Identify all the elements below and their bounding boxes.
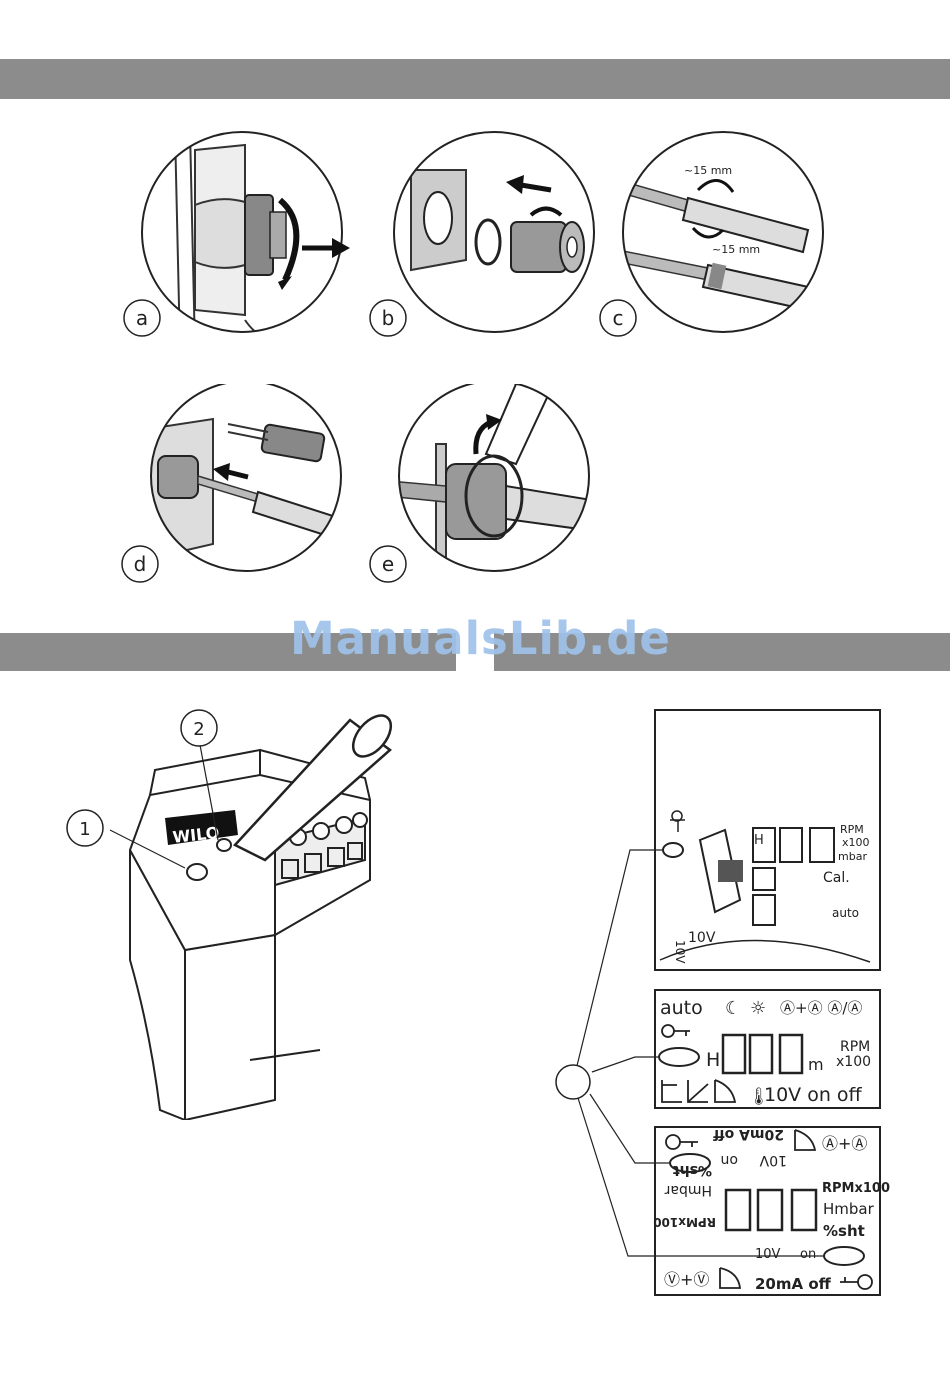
sun-icon: ☼ bbox=[750, 998, 766, 1019]
display-3-highlight-bottom bbox=[824, 1247, 864, 1265]
callout-2-label: 2 bbox=[193, 719, 204, 740]
display-1-cal: Cal. bbox=[823, 870, 850, 886]
led-2 bbox=[217, 839, 231, 851]
step-e-label: e bbox=[382, 552, 394, 576]
display-1-x100: x100 bbox=[842, 836, 870, 849]
display-3-top-inv: 20mA off bbox=[713, 1126, 784, 1142]
display-3-rpmx100-inv: RPMx100 bbox=[653, 1215, 716, 1229]
display-2-h: H bbox=[706, 1049, 720, 1071]
display-3-10v-inv: 10V bbox=[759, 1152, 787, 1168]
callout-1-label: 1 bbox=[79, 819, 90, 840]
display-3-rpmx100: RPMx100 bbox=[822, 1181, 890, 1196]
display-3-on: on bbox=[800, 1247, 816, 1262]
display-1-auto: auto bbox=[832, 906, 859, 920]
display-3-hmbar-inv: Hmbar bbox=[664, 1182, 712, 1198]
display-1: H RPM x100 mbar Cal. auto 10V 10V bbox=[655, 710, 880, 970]
display-2-highlight bbox=[659, 1048, 699, 1066]
display-1-mbar: mbar bbox=[838, 850, 867, 863]
display-callout-circle bbox=[556, 1065, 590, 1099]
step-c-label: c bbox=[613, 306, 624, 330]
display-2: auto ☾ ☼ Ⓐ+Ⓐ Ⓐ/Ⓐ H m RPM x100 🌡 10V on o… bbox=[655, 990, 880, 1108]
displays-figure: H RPM x100 mbar Cal. auto 10V 10V auto ☾… bbox=[540, 700, 900, 1310]
display-3-10v: 10V bbox=[755, 1247, 781, 1262]
display-2-rpm: RPM bbox=[840, 1039, 870, 1055]
pump-twin-icon: Ⓐ+Ⓐ Ⓐ/Ⓐ bbox=[780, 999, 862, 1017]
display-1-10v-rotated: 10V bbox=[673, 940, 687, 964]
display-3: 20mA off Ⓐ+Ⓐ on 10V %sht Hmbar RPMx100 R… bbox=[653, 1126, 890, 1295]
display-1-highlight bbox=[663, 843, 683, 857]
display-2-auto: auto bbox=[660, 997, 703, 1019]
display-2-m: m bbox=[808, 1055, 824, 1074]
watermark: ManualsLib.de bbox=[290, 612, 670, 668]
moon-icon: ☾ bbox=[725, 998, 741, 1019]
display-1-h: H bbox=[754, 833, 764, 848]
display-3-hmbar: Hmbar bbox=[823, 1200, 875, 1218]
display-1-rpm: RPM bbox=[840, 823, 864, 836]
display-3-bottom: 20mA off bbox=[755, 1275, 832, 1293]
step-a-figure: a bbox=[120, 130, 360, 350]
step-a-label: a bbox=[136, 306, 148, 330]
module-figure: WILO 1 2 bbox=[60, 700, 400, 1120]
step-d-figure: d bbox=[118, 384, 358, 594]
step-c-figure: ~15 mm ~15 mm c bbox=[598, 130, 838, 350]
step-b-figure: b bbox=[366, 130, 616, 350]
step-e-figure: e bbox=[366, 384, 616, 594]
pump-twin-icon-3: Ⓐ+Ⓐ bbox=[822, 1134, 867, 1153]
strip-length-label-bottom: ~15 mm bbox=[712, 243, 760, 256]
display-1-10v: 10V bbox=[688, 930, 716, 946]
step-d-label: d bbox=[134, 552, 147, 576]
step-b-label: b bbox=[382, 306, 395, 330]
display-3-pct-inv: %sht bbox=[673, 1162, 712, 1178]
display-2-x100: x100 bbox=[836, 1054, 871, 1070]
pump-twin-icon-4: Ⓥ+Ⓥ bbox=[664, 1270, 709, 1289]
display-3-pct: %sht bbox=[823, 1222, 865, 1240]
strip-length-label-top: ~15 mm bbox=[684, 164, 732, 177]
display-2-bottom: 10V on off bbox=[764, 1084, 863, 1106]
section-header-bar-1 bbox=[0, 59, 950, 99]
display-3-on-inv: on bbox=[721, 1152, 738, 1168]
led-1 bbox=[187, 864, 207, 880]
